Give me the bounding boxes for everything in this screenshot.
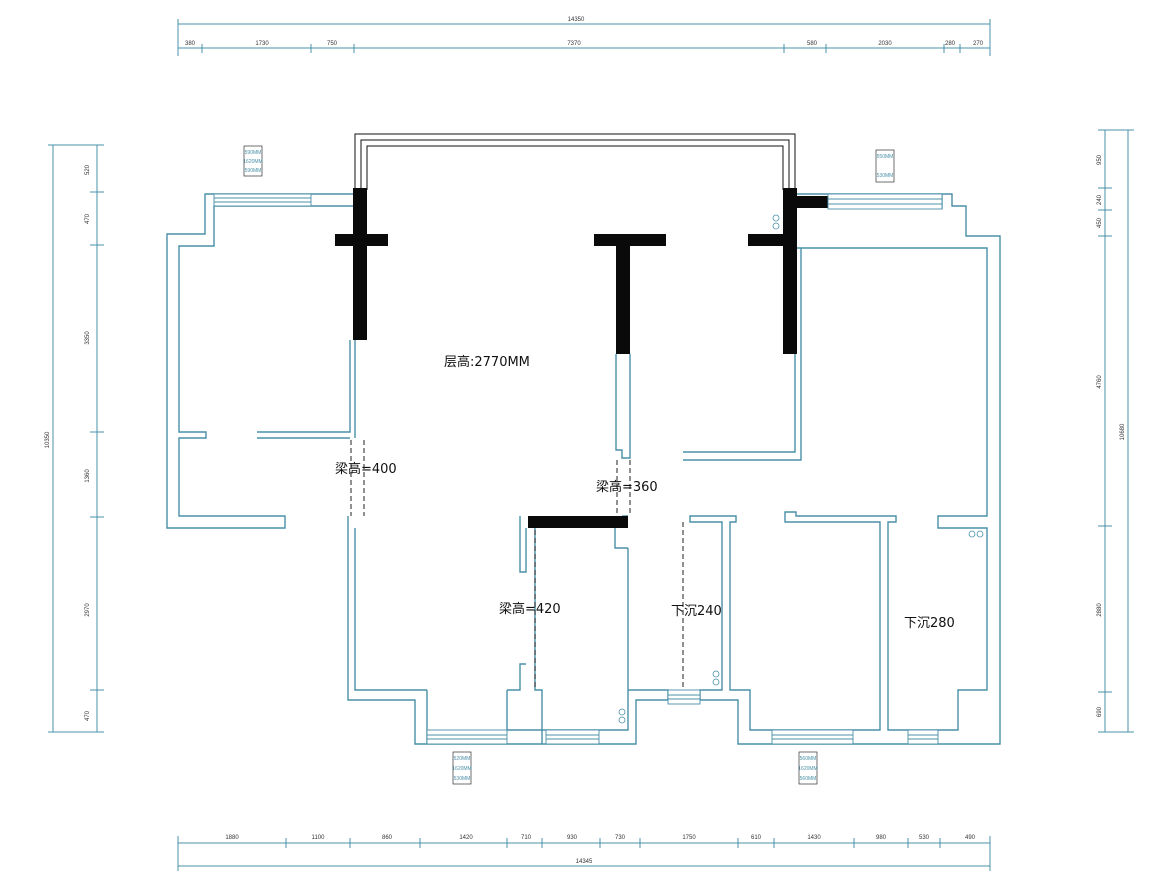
left-dimensions: 520 470 3350 1360 2970 470 10350	[45, 144, 104, 733]
left-dim-5: 2970	[85, 603, 91, 617]
columns	[335, 188, 828, 528]
right-dim-4: 4760	[1097, 375, 1103, 389]
drain-icon	[618, 716, 626, 724]
top-dim-3: 750	[327, 41, 338, 47]
bottom-dim-7: 730	[615, 835, 626, 841]
sunken-floor-b-label: 下沉280	[904, 616, 955, 631]
left-dim-6: 470	[85, 710, 91, 721]
drain-icon	[618, 708, 626, 716]
column-left	[353, 188, 367, 340]
window-bottom-1	[426, 729, 508, 745]
spec-top-left-3: 590MM	[245, 168, 262, 174]
drain-icon	[976, 530, 984, 538]
spec-top-right-2: 530MM	[877, 173, 894, 179]
bottom-dim-12: 530	[919, 835, 930, 841]
spec-bottom-left-3: 530MM	[454, 776, 471, 782]
bottom-dim-4: 1420	[459, 835, 473, 841]
beam-height-center-label: 梁高=360	[596, 479, 658, 495]
spec-tag-top-left: 590MM 1620MM 590MM	[243, 145, 263, 177]
window-top-left	[213, 193, 312, 207]
sunken-floor-a-label: 下沉240	[671, 604, 722, 619]
right-dim-5: 2880	[1097, 603, 1103, 617]
bottom-dim-13: 490	[965, 835, 976, 841]
top-dim-7: 280	[945, 41, 956, 47]
top-dim-5: 580	[807, 41, 818, 47]
right-dim-1: 950	[1097, 154, 1103, 165]
right-dimensions: 950 240 450 4760 2880 690 10680	[1097, 129, 1134, 733]
right-dim-6: 690	[1097, 706, 1103, 717]
spec-tag-bottom-right: 560MM 1620MM 560MM	[798, 751, 818, 785]
column-left-arm	[335, 234, 388, 246]
spec-top-left-2: 1620MM	[243, 159, 262, 165]
column-right-top	[795, 196, 828, 208]
window-bottom-2	[545, 729, 600, 745]
column-lower-beam	[528, 516, 628, 528]
bottom-dim-2: 1100	[312, 835, 326, 841]
walls	[166, 133, 1001, 745]
spec-tag-top-right: 550MM 530MM	[875, 149, 895, 183]
top-dim-2: 1730	[255, 41, 269, 47]
bottom-dim-1: 1880	[225, 835, 239, 841]
spec-tag-bottom-left: 520MM 1620MM 530MM	[452, 751, 472, 785]
column-right	[783, 188, 797, 354]
bottom-dim-5: 710	[521, 835, 532, 841]
drain-icon	[968, 530, 976, 538]
ceiling-height-label: 层高:2770MM	[444, 354, 530, 370]
spec-bottom-right-1: 560MM	[800, 756, 817, 762]
drain-icon	[712, 670, 720, 678]
left-dim-4: 1360	[85, 469, 91, 483]
window-bottom-3	[667, 689, 701, 705]
left-dim-2: 470	[85, 213, 91, 224]
spec-bottom-left-2: 1620MM	[452, 766, 471, 772]
beam-height-left-label: 梁高=400	[335, 461, 397, 477]
bottom-dim-11: 980	[876, 835, 887, 841]
spec-bottom-left-1: 520MM	[454, 756, 471, 762]
column-center	[616, 246, 630, 354]
top-dim-1: 380	[185, 41, 196, 47]
spec-bottom-right-2: 1620MM	[798, 766, 817, 772]
spec-top-right-1: 550MM	[877, 154, 894, 160]
bottom-total-dim: 14345	[576, 859, 593, 865]
left-total-dim: 10350	[45, 431, 51, 448]
window-bottom-4	[771, 729, 854, 745]
top-dim-6: 2030	[878, 41, 892, 47]
drain-icon	[772, 214, 780, 222]
right-dim-3: 450	[1097, 217, 1103, 228]
beam-dashes	[350, 440, 684, 690]
right-total-dim: 10680	[1120, 423, 1126, 440]
beam-height-lower-label: 梁高=420	[499, 601, 561, 617]
bottom-dim-6: 930	[567, 835, 578, 841]
spec-top-left-1: 590MM	[245, 150, 262, 156]
drain-icon	[772, 222, 780, 230]
bottom-dimensions: 1880 1100 860 1420 710 930 730 1750 610 …	[177, 835, 991, 871]
left-dim-1: 520	[85, 164, 91, 175]
bottom-dim-3: 860	[382, 835, 393, 841]
spec-bottom-right-3: 560MM	[800, 776, 817, 782]
window-bottom-5	[907, 729, 939, 745]
left-dim-3: 3350	[85, 331, 91, 345]
bottom-dim-9: 610	[751, 835, 762, 841]
column-right-arm	[748, 234, 796, 246]
fixtures	[618, 214, 984, 724]
right-dim-2: 240	[1097, 194, 1103, 205]
bottom-dim-8: 1750	[682, 835, 696, 841]
top-dim-8: 270	[973, 41, 984, 47]
drain-icon	[712, 678, 720, 686]
windows	[213, 193, 943, 745]
top-dim-4: 7370	[567, 41, 581, 47]
room-labels: 层高:2770MM 梁高=400 梁高=360 梁高=420 下沉240 下沉2…	[335, 354, 955, 631]
column-center-arm	[594, 234, 666, 246]
bottom-dim-10: 1430	[807, 835, 821, 841]
window-top-right	[827, 193, 943, 210]
top-dimensions: 14350 380 1730 750 7370 580 2030 280 270	[177, 17, 991, 56]
top-total-dim: 14350	[568, 17, 585, 23]
